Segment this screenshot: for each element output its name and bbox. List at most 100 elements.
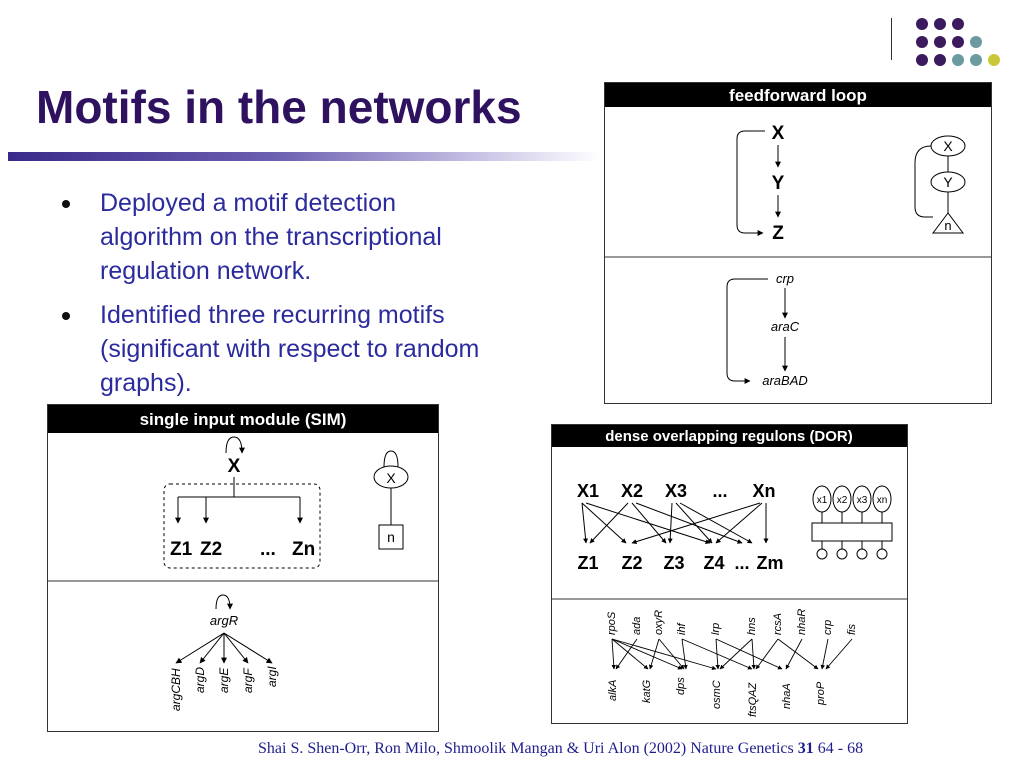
dor-example-edge (681, 638, 688, 670)
dor-example-edge (615, 638, 638, 670)
dor-top-node: X2 (621, 481, 643, 501)
sim-target-z2: Z2 (200, 539, 222, 560)
dor-example-target: nhaA (781, 683, 793, 709)
dor-example-target: ftsQAZ (747, 681, 759, 717)
dor-example-edge (719, 638, 753, 670)
dor-schematic-label: xn (877, 495, 888, 506)
bullet-text: Identified three recurring motifs (signi… (100, 301, 480, 397)
sim-schematic-n-label: n (387, 529, 395, 545)
bullet-list: Deployed a motif detection algorithm on … (62, 186, 502, 410)
dor-schematic-target (856, 548, 868, 560)
ffl-schematic-n-label: n (944, 218, 951, 233)
bullet-item: Deployed a motif detection algorithm on … (62, 186, 502, 288)
dor-example-regulator: hns (746, 617, 758, 635)
dor-panel: dense overlapping regulons (DOR) X1 X2 X… (551, 424, 908, 724)
sim-diagram: single input module (SIM) X Z1 Z2 ... Zn… (48, 405, 438, 711)
citation-authors: Shai S. Shen-Orr, Ron Milo, Shmoolik Man… (258, 740, 794, 757)
dor-edge (631, 502, 761, 545)
dor-example-target: dps (675, 677, 687, 695)
dor-example-edge (751, 638, 756, 670)
sim-example-target: argF (241, 668, 255, 693)
title-underline (8, 152, 600, 161)
sim-schematic-box (378, 524, 404, 550)
dor-example-target: osmC (711, 680, 723, 709)
citation-volume: 31 (797, 740, 814, 757)
dor-example-regulator: oxyR (653, 610, 665, 635)
ffl-header-bar (605, 83, 991, 107)
dor-edge (581, 502, 627, 544)
dor-schematic-label: x2 (837, 495, 848, 506)
dor-bottom-node: Z4 (703, 553, 724, 573)
sim-example-target: argE (217, 667, 231, 693)
sim-panel: single input module (SIM) X Z1 Z2 ... Zn… (47, 404, 439, 732)
dor-diagram: dense overlapping regulons (DOR) X1 X2 X… (552, 425, 907, 717)
sim-example-target: argD (193, 667, 207, 693)
dor-edge (715, 502, 763, 544)
sim-target-zn: Zn (292, 539, 315, 560)
sim-example-edge (175, 632, 225, 664)
ffl-diagram: feedforward loop X Y Z X Y n crp araC ar… (605, 83, 991, 388)
dor-schematic-target (876, 548, 888, 560)
dor-edge (675, 502, 713, 544)
dor-top-node: Xn (752, 481, 775, 501)
ffl-schematic-y-label: Y (943, 174, 953, 190)
dor-example-regulator: fis (846, 624, 858, 636)
dor-header-bar (552, 425, 907, 447)
sim-example-edge (223, 632, 249, 664)
ffl-example-arabad: araBAD (762, 373, 808, 388)
dor-bottom-node: Zm (757, 553, 784, 573)
sim-schematic-x-label: X (386, 470, 396, 486)
sim-example-loop (215, 594, 233, 610)
dor-edge (667, 502, 673, 544)
dor-example-edge (785, 638, 803, 670)
dor-schematic-label: x3 (857, 495, 868, 506)
sim-node-x: X (228, 456, 241, 477)
dor-example-target: katG (641, 679, 653, 703)
dor-example-edge (755, 638, 779, 670)
dor-example-regulator: ada (631, 617, 643, 635)
sim-target-ellipsis: ... (260, 539, 276, 560)
sim-header: single input module (SIM) (140, 410, 347, 429)
dor-top-ellipsis: ... (712, 481, 727, 501)
sim-example-target: argI (265, 666, 279, 687)
dor-top-node: X3 (665, 481, 687, 501)
dor-example-regulator: ihf (676, 622, 688, 635)
dor-header: dense overlapping regulons (DOR) (605, 428, 853, 445)
ffl-node-x: X (772, 123, 785, 144)
sim-example-argr: argR (210, 613, 238, 628)
ffl-header: feedforward loop (729, 86, 867, 105)
sim-example-edge (199, 632, 225, 664)
ffl-schematic-triangle (932, 212, 964, 234)
sim-target-group (163, 483, 321, 569)
dor-schematic-target (836, 548, 848, 560)
dor-example-edge (658, 638, 685, 670)
ffl-schematic-x-label: X (943, 138, 953, 154)
ffl-node-y: Y (772, 173, 785, 194)
slide-title: Motifs in the networks (36, 81, 522, 133)
dor-example-edge (611, 638, 717, 671)
dor-schematic-target (816, 548, 828, 560)
dor-example-edge (715, 638, 720, 670)
dor-example-target: alkA (607, 680, 619, 701)
dor-example-regulator: rpoS (606, 611, 618, 635)
sim-header-bar (48, 405, 438, 433)
ffl-example-edge (726, 278, 768, 384)
dor-edge (631, 502, 667, 544)
ffl-example-arac: araC (771, 319, 800, 334)
dor-edge (585, 502, 711, 544)
dor-example-regulator: crp (822, 620, 834, 635)
dor-example-target: proP (815, 681, 827, 706)
dor-bottom-node: Z1 (577, 553, 598, 573)
citation-pages: 64 - 68 (817, 740, 864, 757)
dor-bottom-node: Z2 (621, 553, 642, 573)
dor-top-node: X1 (577, 481, 599, 501)
dor-example-edge (649, 638, 660, 670)
dor-bottom-ellipsis: ... (734, 553, 749, 573)
dot-grid-logo (916, 18, 1000, 66)
dor-example-regulator: rcsA (772, 613, 784, 635)
dor-edge (581, 502, 589, 544)
logo-divider (891, 18, 892, 60)
dor-example-regulator: nhaR (796, 609, 808, 635)
dor-example-edge (611, 638, 683, 670)
ffl-node-z: Z (772, 223, 784, 244)
